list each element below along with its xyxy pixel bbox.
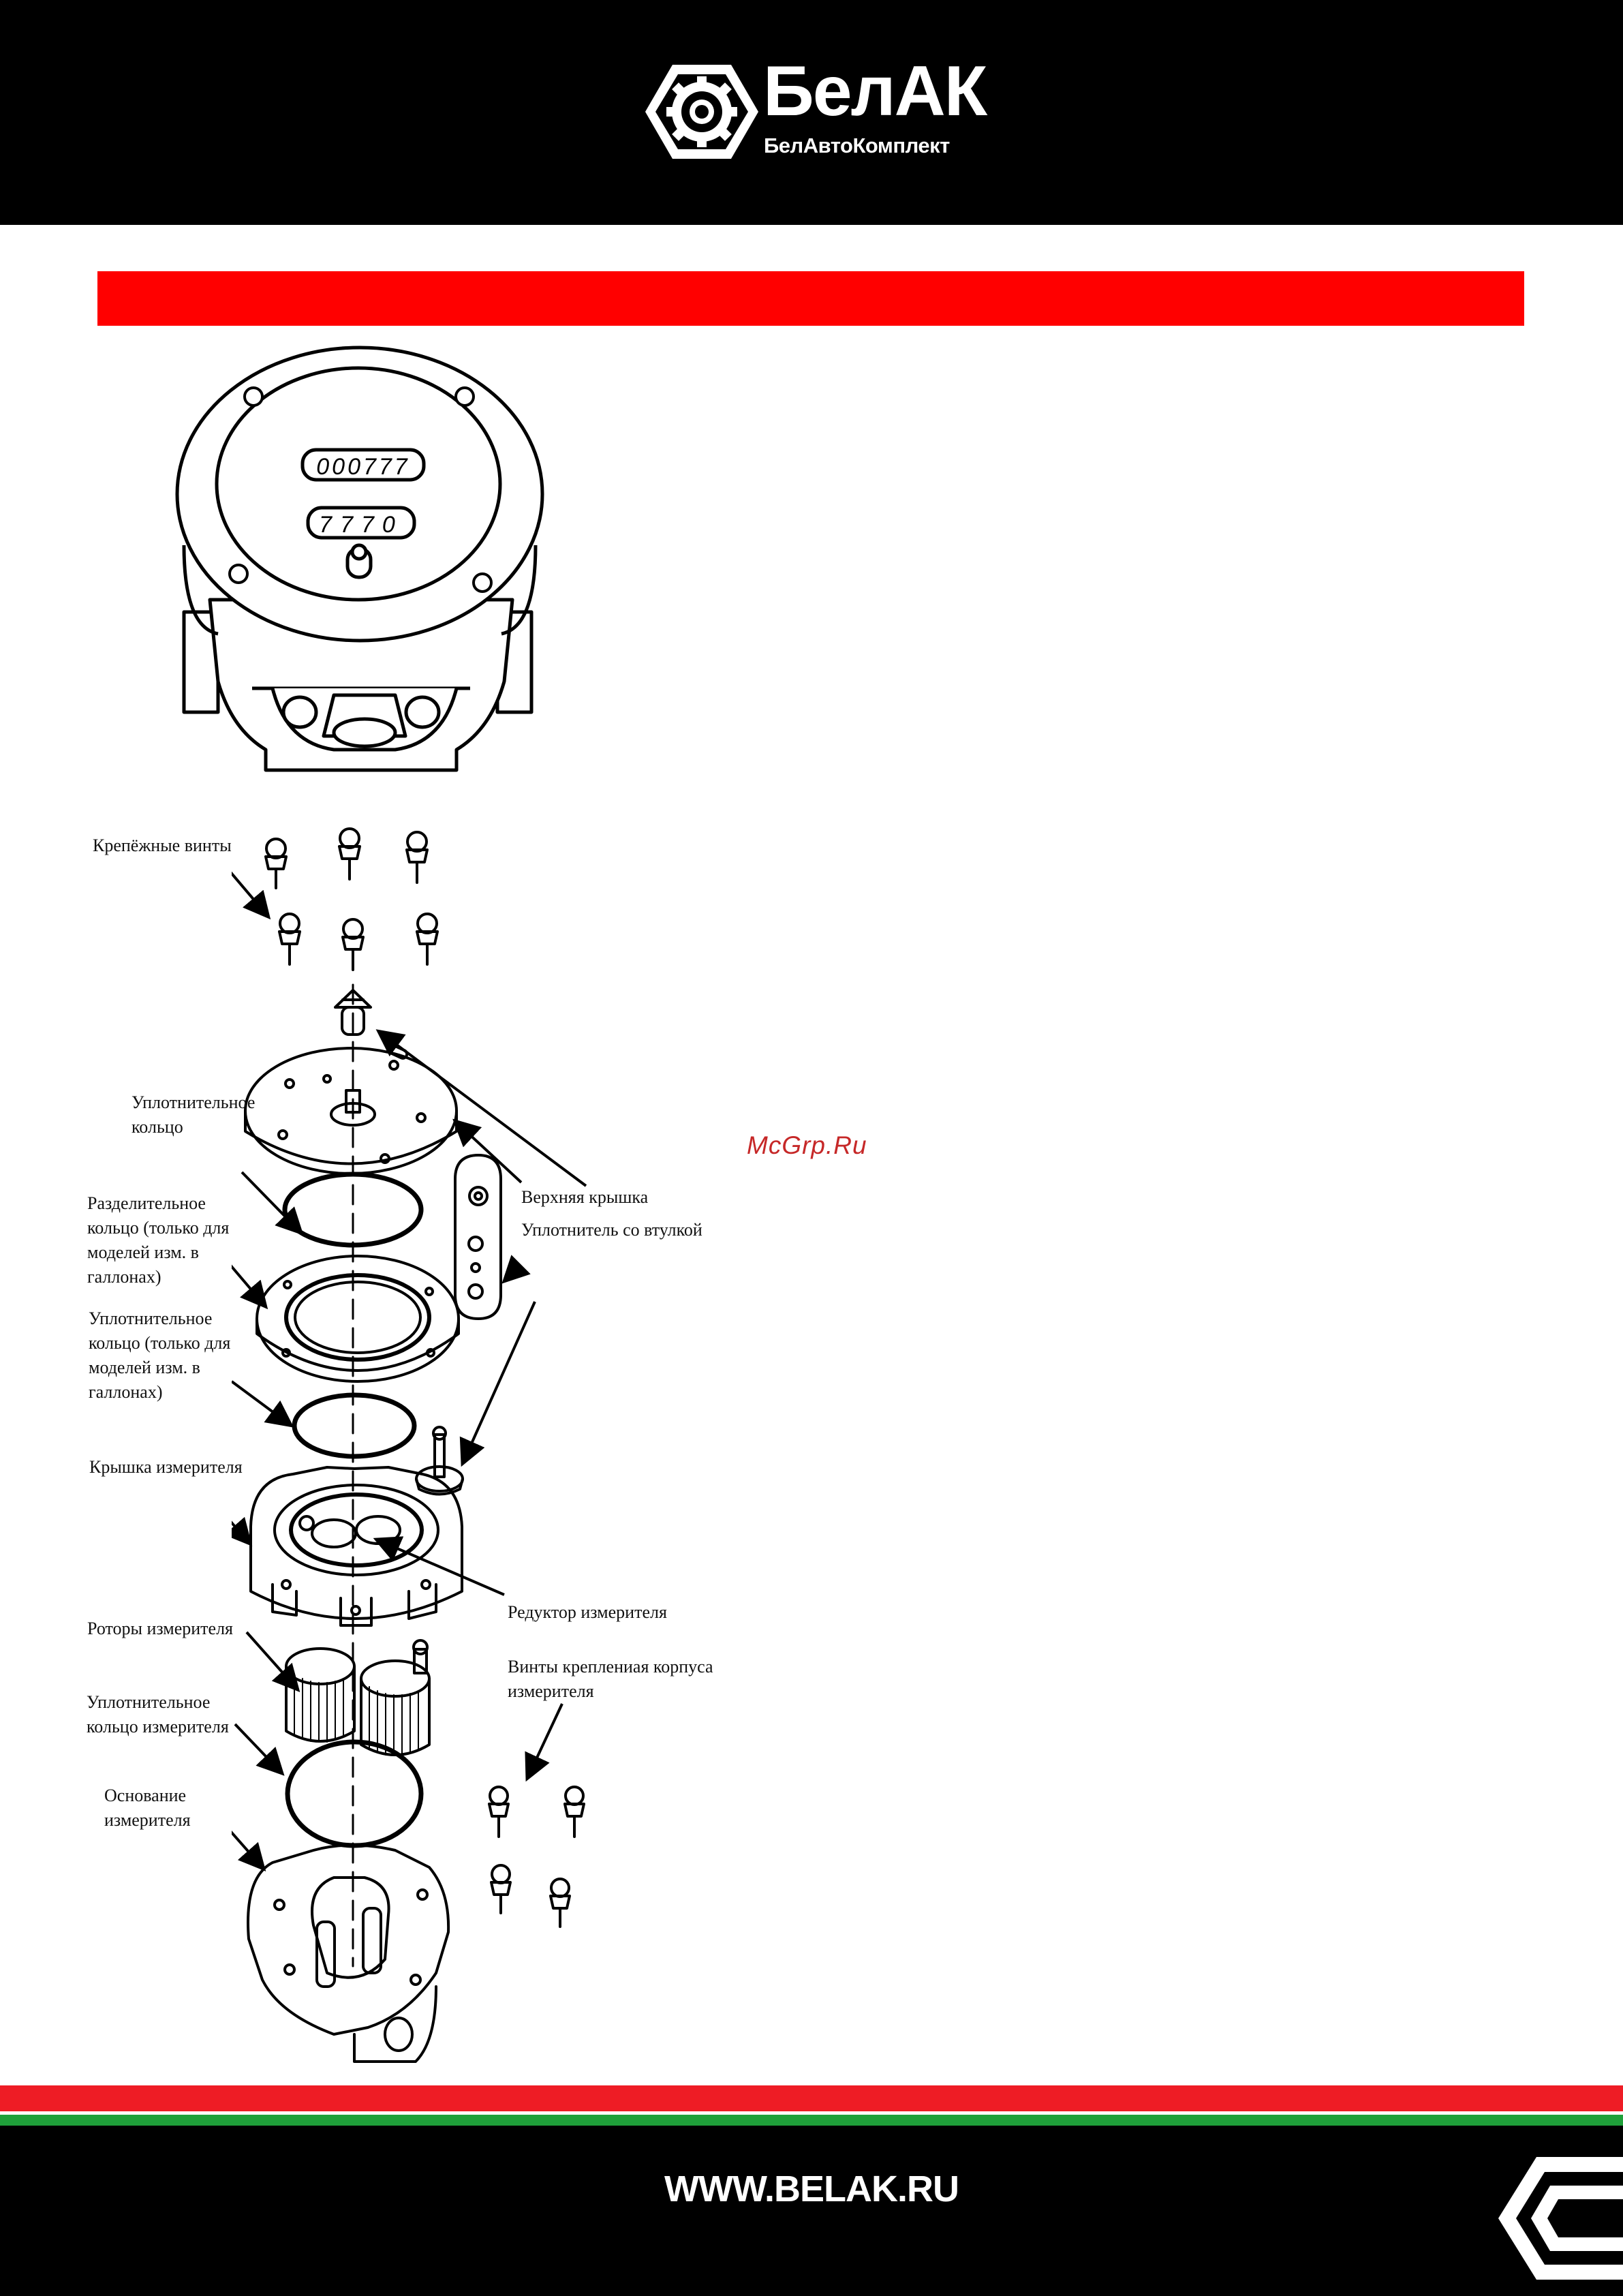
label-top-cover: Верхняя крышка — [521, 1187, 649, 1207]
fixing-screw-icon — [338, 827, 361, 881]
label-meter-rotors: Роторы измерителя — [87, 1619, 234, 1638]
watermark-text: McGrp.Ru — [747, 1131, 867, 1159]
page-footer: WWW.BELAK.RU — [0, 2126, 1623, 2296]
label-spacer-ring: Разделительное кольцо (только для моделе… — [87, 1193, 230, 1287]
meter-cover-icon — [249, 1466, 463, 1627]
resettable-counter-digits: 7770 — [319, 512, 403, 538]
label-meter-o-ring: Уплотнительное кольцо измерителя — [87, 1692, 229, 1736]
label-o-ring-gallon: Уплотнительное кольцо (только для моделе… — [89, 1308, 231, 1402]
fixing-screw-icon — [278, 913, 301, 966]
title-band — [97, 271, 1524, 326]
label-meter-base: Основание измерителя — [104, 1786, 191, 1830]
spacer-ring-icon — [256, 1255, 460, 1383]
label-fixing-screws: Крепёжные винты — [93, 836, 232, 855]
footer-stripe-red — [0, 2085, 1623, 2111]
meter-rotors-icon — [285, 1639, 431, 1756]
body-screw-icon — [563, 1786, 585, 1838]
footer-website-link[interactable]: WWW.BELAK.RU — [664, 2169, 959, 2209]
gear-shaft-icon — [415, 1426, 464, 1496]
footer-stripe-green — [0, 2115, 1623, 2126]
hex-logo-icon — [1498, 2157, 1623, 2280]
reset-knob-icon — [345, 543, 373, 579]
top-cover-icon — [244, 1047, 458, 1175]
label-meter-cover: Крышка измерителя — [89, 1457, 243, 1477]
exploded-view-drawing — [232, 827, 587, 2063]
brand-logo: БелАК БелАвтоКомплект — [644, 56, 998, 162]
meter-base-icon — [247, 1843, 450, 2063]
label-meter-gear: Редуктор измерителя — [508, 1602, 667, 1622]
label-seal-bushing: Уплотнитель со втулкой — [521, 1220, 702, 1240]
body-screw-icon — [490, 1864, 512, 1914]
brand-name: БелАК — [763, 52, 987, 131]
seal-bushing-icon — [454, 1154, 502, 1320]
brand-subtitle: БелАвтоКомплект — [764, 134, 950, 157]
fixing-screw-icon — [264, 838, 288, 889]
fixing-screw-icon — [416, 913, 439, 966]
hex-nut-logo-icon — [645, 65, 758, 159]
o-ring-gallon-icon — [292, 1392, 417, 1459]
page-header: БелАК БелАвтоКомплект — [0, 0, 1623, 225]
body-screw-icon — [549, 1878, 571, 1928]
label-body-screws: Винты креплениая корпуса измерителя — [508, 1657, 713, 1701]
meter-o-ring-icon — [285, 1739, 424, 1848]
body-screw-icon — [488, 1786, 510, 1838]
assembled-meter-drawing: 000777 7770 — [175, 346, 544, 772]
total-counter-digits: 000777 — [316, 454, 409, 480]
fixing-screw-icon — [341, 918, 365, 971]
label-o-ring-top: Уплотнительное кольцо — [132, 1092, 256, 1137]
fixing-screw-icon — [405, 831, 429, 884]
footer-stripe-white — [0, 2111, 1623, 2115]
